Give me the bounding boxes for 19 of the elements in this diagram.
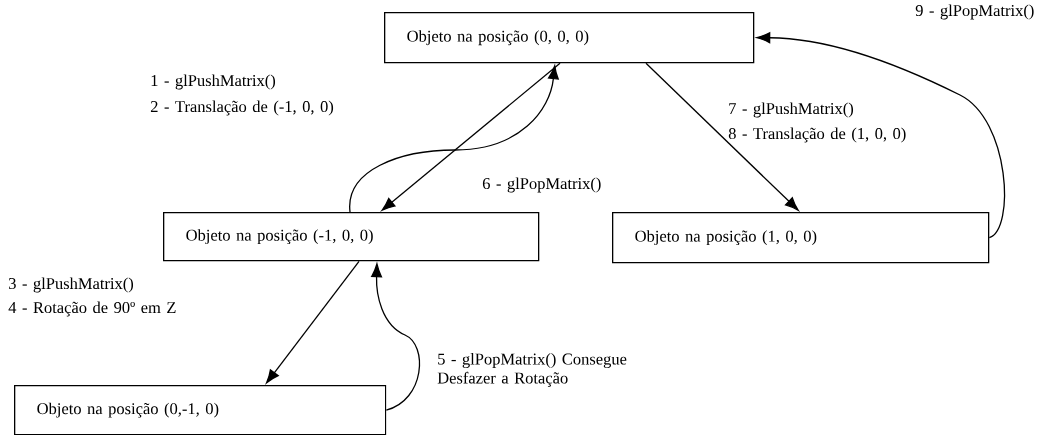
step-label: 1 - glPushMatrix() xyxy=(151,74,276,90)
step-label: 6 - glPopMatrix() xyxy=(482,177,601,193)
object-box: Objeto na posição (0,-1, 0) xyxy=(14,385,387,435)
object-box: Objeto na posição (-1, 0, 0) xyxy=(163,212,540,262)
object-box: Objeto na posição (1, 0, 0) xyxy=(612,212,990,264)
arrow xyxy=(645,62,799,211)
step-label: 4 - Rotação de 90º em Z xyxy=(8,301,176,317)
step-label: 5 - glPopMatrix() Consegue Desfazer a Rotação xyxy=(437,353,627,387)
step-label: 3 - glPushMatrix() xyxy=(9,277,134,293)
object-box: Objeto na posição (0, 0, 0) xyxy=(384,12,755,64)
step-label: 7 - glPushMatrix() xyxy=(729,102,854,118)
step-label: 8 - Translação de (1, 0, 0) xyxy=(728,127,906,143)
step-label: 9 - glPopMatrix() xyxy=(915,4,1034,20)
arrow xyxy=(266,260,360,384)
arrow xyxy=(371,263,421,411)
arrow xyxy=(756,32,1006,239)
arrow xyxy=(381,62,561,211)
step-label: 2 - Translação de (-1, 0, 0) xyxy=(150,100,334,116)
arrow xyxy=(349,65,559,213)
